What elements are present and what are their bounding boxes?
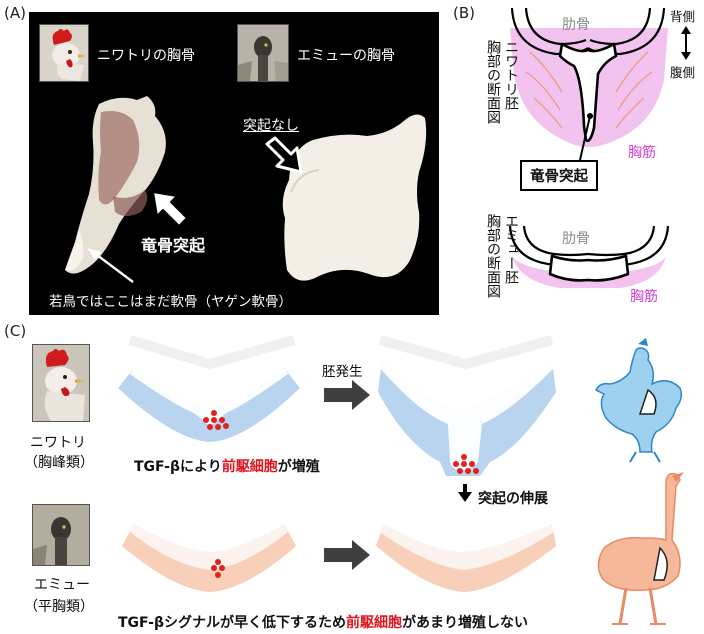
emu-photo-small	[32, 504, 90, 566]
muscle-label-chicken: 胸筋	[628, 145, 656, 161]
chicken-sternum-title: ニワトリの胸骨	[97, 48, 195, 64]
chicken-thumbnail	[39, 24, 89, 82]
chicken-caption: TGF-βにより前駆細胞が増殖	[134, 456, 320, 476]
development-arrow-emu-icon	[324, 540, 370, 570]
panel-a-label: (A)	[4, 4, 26, 22]
emu-caption-suffix: があまり増殖しない	[402, 615, 529, 631]
emu-caption: TGF-βシグナルが早く低下するため前駆細胞があまり増殖しない	[118, 612, 528, 632]
emu-sternum-bone	[282, 114, 427, 281]
keel-arrow-icon	[152, 191, 188, 227]
chicken-name: ニワトリ	[30, 435, 86, 451]
chicken-group: （胸峰類）	[24, 455, 94, 471]
chicken-section-title: ニワトリ胚 胸部の断面図	[484, 40, 520, 124]
panel-c-label: (C)	[4, 322, 27, 340]
panel-b-label: (B)	[453, 4, 475, 22]
photo-arrows	[87, 136, 303, 283]
cartilage-note: 若鳥ではここはまだ軟骨（ヤゲン軟骨）	[49, 294, 292, 310]
emu-caption-prefix: TGF-βシグナルが早く低下するため	[118, 615, 347, 631]
emu-caption-progenitor: 前駆細胞	[346, 615, 403, 631]
no-keel-arrow-icon	[265, 136, 303, 174]
progenitor-cells-emu-early	[211, 559, 225, 578]
keel-callout-box: 竜骨突起	[520, 160, 598, 191]
chicken-caption-progenitor: 前駆細胞	[221, 459, 278, 475]
chicken-sternum-bone	[65, 96, 166, 274]
chicken-section-line-2: 胸部の断面図	[485, 40, 501, 124]
emu-group: （平胸類）	[24, 599, 94, 615]
rib-label-emu: 肋骨	[562, 231, 590, 247]
rib-label-chicken: 肋骨	[562, 17, 590, 33]
chicken-photo-small	[32, 344, 90, 422]
no-keel-label: 突起なし	[243, 118, 299, 134]
ventral-label: 腹側	[670, 65, 696, 80]
progenitor-cells-chicken-late	[453, 454, 479, 474]
emu-section-line-2: 胸部の断面図	[485, 214, 501, 298]
extension-label: 突起の伸展	[478, 491, 548, 507]
development-label: 胚発生	[322, 364, 363, 380]
progenitor-cells-chicken-early	[203, 410, 229, 430]
cartilage-pointer-icon	[87, 248, 134, 283]
dorsal-ventral-arrow-icon	[681, 26, 691, 60]
chicken-caption-prefix: TGF-βにより	[134, 459, 222, 475]
dorsal-label: 背側	[670, 9, 696, 24]
emu-name: エミュー	[34, 577, 90, 593]
keel-label: 竜骨突起	[141, 236, 206, 255]
chicken-section-line-1: ニワトリ胚	[503, 40, 519, 110]
emu-thumbnail	[237, 24, 289, 82]
chicken-caption-suffix: が増殖	[277, 459, 320, 475]
emu-section-title: エミュー胚 胸部の断面図	[484, 214, 520, 298]
extension-arrow-icon	[458, 484, 472, 502]
development-arrow-chicken-icon	[324, 380, 370, 410]
sternum-photo-panel: ニワトリの胸骨 エミューの胸骨	[29, 12, 439, 315]
emu-section-line-1: エミュー胚	[503, 214, 519, 284]
emu-sternum-title: エミューの胸骨	[297, 48, 395, 64]
muscle-label-emu: 胸筋	[630, 289, 658, 305]
